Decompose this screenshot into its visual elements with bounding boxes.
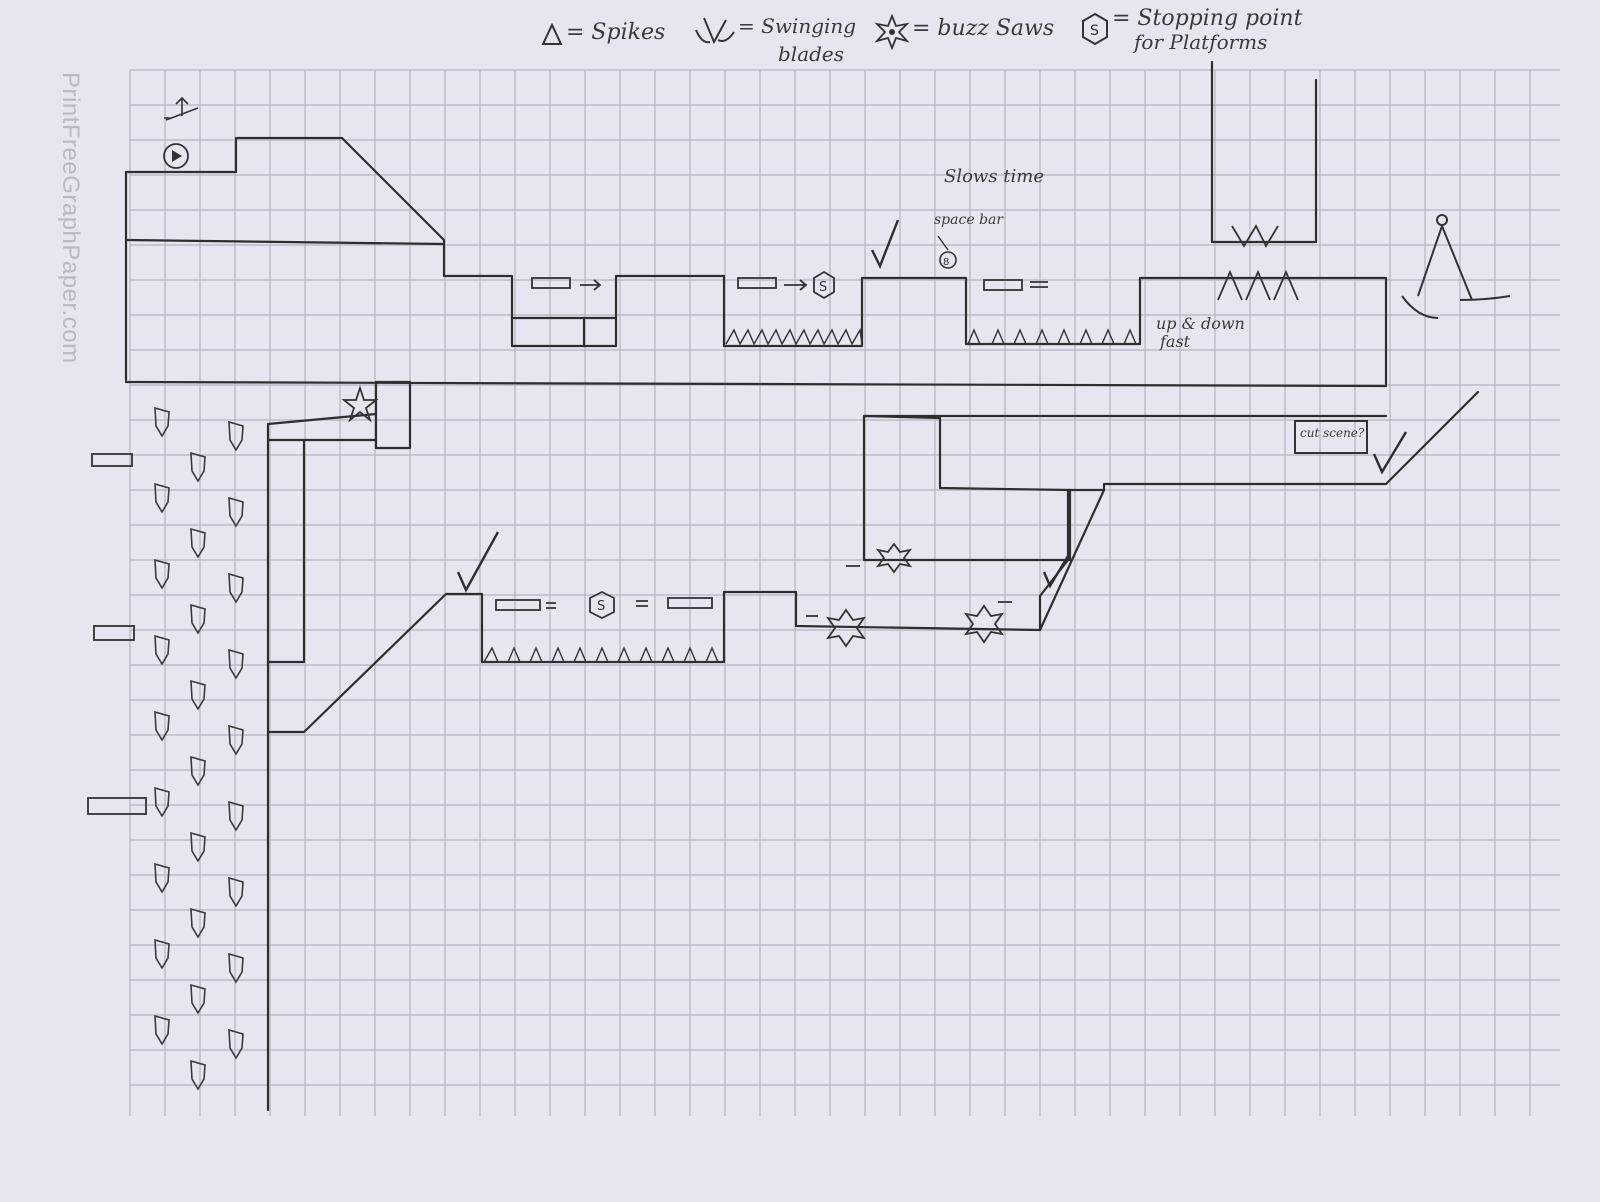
falling-spike (154, 406, 170, 438)
falling-spike (228, 724, 244, 756)
swinging-blade-icon (1401, 214, 1511, 319)
falling-spike (190, 907, 206, 939)
note-up-down-line1: up & down (1156, 314, 1245, 333)
stop-point-icon: S (813, 270, 835, 300)
falling-spike (190, 755, 206, 787)
player-start-icon (163, 96, 199, 169)
note-slow-time: Slows time (944, 166, 1045, 187)
clock-icon: 8 (939, 251, 957, 269)
falling-spike (190, 679, 206, 711)
falling-spikes (154, 406, 244, 1091)
falling-spike (154, 634, 170, 666)
level-outline (124, 60, 1480, 1112)
note-up-down-line2: fast (1160, 332, 1191, 351)
falling-spike (228, 800, 244, 832)
checkpoint-icon (456, 219, 1408, 593)
legend-spikes: = Spikes (566, 20, 666, 45)
falling-spike (228, 1028, 244, 1060)
star-icon (341, 385, 379, 423)
falling-spike (228, 952, 244, 984)
svg-text:S: S (819, 280, 827, 295)
falling-spike (228, 420, 244, 452)
falling-spike (228, 572, 244, 604)
legend-blades-line1: = Swinging (738, 14, 857, 38)
swinging-blade-icon (695, 17, 735, 45)
falling-spike (190, 831, 206, 863)
falling-spike (228, 496, 244, 528)
falling-spike (154, 862, 170, 894)
buzz-saw-icon (874, 14, 910, 50)
crusher-spikes (1217, 224, 1299, 301)
note-cut-scene: cut scene? (1300, 426, 1365, 440)
cut-scene-box: cut scene? (1294, 420, 1368, 454)
falling-spike (154, 786, 170, 818)
svg-text:8: 8 (943, 257, 949, 268)
legend-saws: = buzz Saws (912, 16, 1055, 41)
falling-spike (154, 558, 170, 590)
buzz-saw-icon (806, 542, 1012, 648)
spike-icon (541, 22, 563, 45)
moving-platforms (87, 277, 1048, 815)
note-space-bar: space bar (934, 212, 1004, 228)
legend-blades-line2: blades (778, 42, 845, 66)
svg-text:S: S (597, 599, 605, 614)
spike-row-upper-2 (967, 328, 1137, 345)
falling-spike (154, 482, 170, 514)
svg-text:S: S (1090, 23, 1099, 39)
falling-spike (154, 938, 170, 970)
falling-spike (190, 983, 206, 1015)
spike-row-upper-1 (725, 327, 863, 346)
falling-spike (190, 1059, 206, 1091)
spike-row-lower (483, 646, 719, 663)
legend-stop-line2: for Platforms (1134, 30, 1268, 54)
space-bar-arrow (937, 235, 949, 251)
stop-point-icon: S (589, 590, 615, 620)
falling-spike (190, 451, 206, 483)
falling-spike (190, 603, 206, 635)
falling-spike (154, 710, 170, 742)
stop-point-icon: S (1082, 12, 1108, 46)
falling-spike (228, 876, 244, 908)
legend-stop-line1: = Stopping point (1112, 6, 1303, 31)
falling-spike (228, 648, 244, 680)
falling-spike (190, 527, 206, 559)
falling-spike (154, 1014, 170, 1046)
